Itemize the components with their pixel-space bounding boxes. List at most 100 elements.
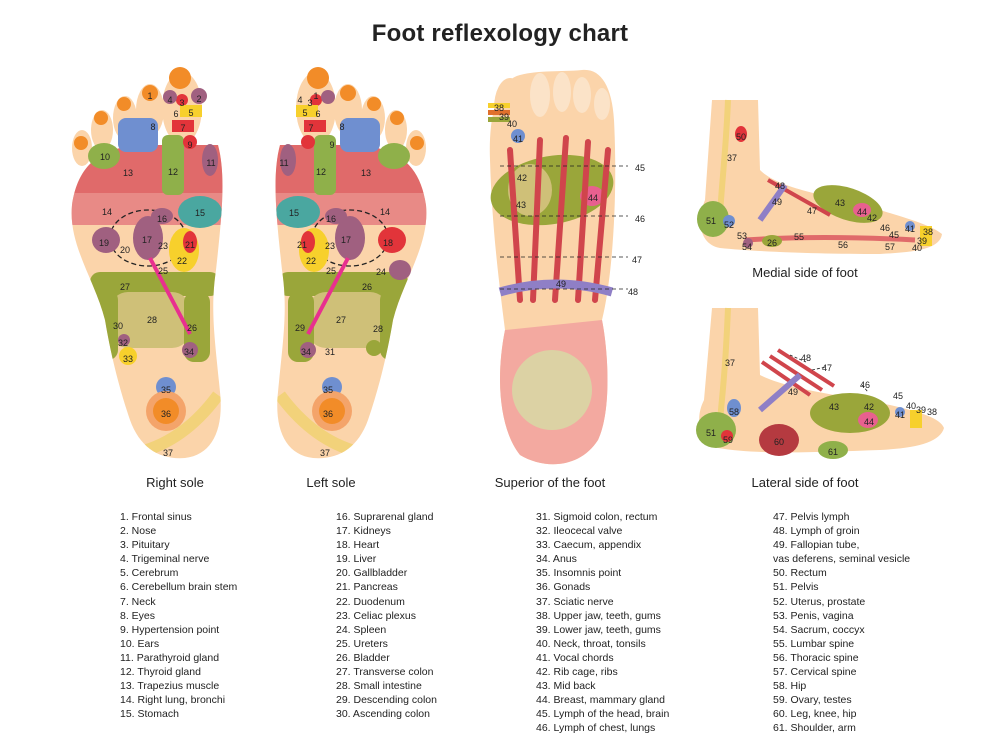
zone-number-lateral: 46 bbox=[860, 380, 870, 390]
zone-transverse-colon bbox=[90, 272, 220, 296]
zone-number-right-sole: 36 bbox=[161, 409, 171, 419]
legend-item: 54. Sacrum, coccyx bbox=[773, 623, 865, 636]
zone-number-left-sole: 34 bbox=[301, 347, 311, 357]
zone-pelvis bbox=[697, 201, 729, 237]
zone-number-right-sole: 23 bbox=[158, 241, 168, 251]
zone-number-left-sole: 24 bbox=[376, 267, 386, 277]
zone-heart bbox=[378, 227, 406, 253]
zone-number-superior: 48 bbox=[628, 287, 638, 297]
zone-number-superior: 45 bbox=[635, 163, 645, 173]
legend-item: 36. Gonads bbox=[536, 581, 591, 594]
zone-nose bbox=[191, 88, 207, 104]
zone-ureter bbox=[306, 257, 350, 335]
zone-number-left-sole: 7 bbox=[308, 123, 313, 133]
zone-number-lateral: 40 bbox=[906, 401, 916, 411]
legend-item: 11. Parathyroid gland bbox=[120, 651, 220, 664]
zone-number-right-sole: 15 bbox=[195, 208, 205, 218]
legend-item: 23. Celiac plexus bbox=[336, 609, 416, 622]
zone-number-left-sole: 15 bbox=[289, 208, 299, 218]
legend-item: 59. Ovary, testes bbox=[773, 694, 852, 707]
medial-figure bbox=[697, 99, 942, 254]
legend-item: 9. Hypertension point bbox=[120, 623, 220, 636]
right-sole-figure bbox=[71, 67, 223, 459]
zone-number-medial: 50 bbox=[736, 132, 746, 142]
legend-item: 57. Cervical spine bbox=[773, 666, 857, 679]
legend-item: 46. Lymph of chest, lungs bbox=[536, 722, 656, 735]
legend-item: 38. Upper jaw, teeth, gums bbox=[536, 609, 661, 622]
zone-number-left-sole: 35 bbox=[323, 385, 333, 395]
caption-lateral: Lateral side of foot bbox=[751, 475, 859, 490]
zone-parathyroid bbox=[280, 144, 296, 176]
foot-figures: 1234567891011121314151617192021222325272… bbox=[71, 67, 944, 465]
legend-item: 19. Liver bbox=[336, 553, 377, 566]
zone-caecum bbox=[119, 347, 137, 365]
zone-number-medial: 48 bbox=[775, 181, 785, 191]
legend-item: 3. Pituitary bbox=[120, 539, 170, 552]
zone-gonads bbox=[319, 398, 345, 424]
zone-trigeminal bbox=[321, 90, 335, 104]
zone-vocal bbox=[895, 407, 905, 417]
legend-item: 30. Ascending colon bbox=[336, 708, 430, 721]
zone-number-left-sole: 31 bbox=[325, 347, 335, 357]
zone-number-right-sole: 7 bbox=[180, 123, 185, 133]
legend-item: 27. Transverse colon bbox=[336, 666, 434, 679]
zone-leg-knee bbox=[759, 424, 799, 456]
zone-number-left-sole: 26 bbox=[362, 282, 372, 292]
legend-item: 8. Eyes bbox=[120, 609, 156, 622]
zone-small-intestine bbox=[110, 292, 190, 348]
zone-number-medial: 41 bbox=[905, 224, 915, 234]
zone-number-left-sole: 12 bbox=[316, 167, 326, 177]
legend-item: 48. Lymph of groin bbox=[773, 525, 860, 538]
legend-item: 50. Rectum bbox=[773, 567, 827, 580]
zone-number-medial: 26 bbox=[767, 238, 777, 248]
zone-number-left-sole: 8 bbox=[339, 122, 344, 132]
chart-title: Foot reflexology chart bbox=[371, 20, 629, 47]
zone-number-medial: 51 bbox=[706, 216, 716, 226]
zone-lymph bbox=[767, 178, 831, 217]
zone-number-lateral: 38 bbox=[927, 407, 937, 417]
zone-number-lateral: 43 bbox=[829, 402, 839, 412]
zone-number-right-sole: 9 bbox=[187, 140, 192, 150]
zone-frontal-sinus-big bbox=[307, 67, 329, 89]
zone-spleen bbox=[389, 260, 411, 280]
zone-anus bbox=[182, 342, 198, 358]
legend-item: 1. Frontal sinus bbox=[120, 511, 192, 523]
legend-item: 40. Neck, throat, tonsils bbox=[536, 637, 646, 650]
zone-breast bbox=[858, 412, 878, 428]
zone-jaw bbox=[920, 226, 932, 246]
legend-item: 56. Thoracic spine bbox=[773, 651, 859, 664]
zone-number-lateral: 51 bbox=[706, 428, 716, 438]
zone-cerebrum bbox=[296, 105, 318, 117]
legend-item: 34. Anus bbox=[536, 553, 577, 566]
zone-number-medial: 52 bbox=[724, 220, 734, 230]
zone-frontal-sinus-4 bbox=[94, 111, 108, 125]
zone-number-right-sole: 28 bbox=[147, 315, 157, 325]
legend-item: 4. Trigeminal nerve bbox=[120, 553, 210, 566]
zone-ureter bbox=[148, 257, 192, 335]
zone-descending-colon bbox=[380, 290, 402, 360]
zone-number-left-sole: 18 bbox=[383, 238, 393, 248]
zone-suprarenal bbox=[151, 208, 173, 224]
zone-frontal-sinus-4 bbox=[390, 111, 404, 125]
zone-pancreas bbox=[183, 231, 197, 253]
zone-number-right-sole: 2 bbox=[196, 94, 201, 104]
zone-number-medial: 38 bbox=[923, 227, 933, 237]
zone-number-left-sole: 36 bbox=[323, 409, 333, 419]
legend-item: 44. Breast, mammary gland bbox=[536, 694, 665, 707]
zone-number-right-sole: 12 bbox=[168, 167, 178, 177]
zone-neck-throat bbox=[488, 117, 510, 122]
zone-number-lateral: 42 bbox=[864, 402, 874, 412]
zone-number-superior: 39 bbox=[499, 112, 509, 122]
legend-item: 28. Small intestine bbox=[336, 680, 422, 693]
zone-neck bbox=[172, 120, 194, 132]
zone-number-medial: 39 bbox=[917, 236, 927, 246]
zone-number-superior: 49 bbox=[556, 279, 566, 289]
zone-rectum bbox=[735, 126, 747, 142]
zone-number-left-sole: 13 bbox=[361, 168, 371, 178]
zone-number-left-sole: 6 bbox=[315, 109, 320, 119]
zone-number-lateral: 58 bbox=[729, 407, 739, 417]
lateral-leaders bbox=[789, 354, 869, 393]
zone-number-right-sole: 16 bbox=[157, 214, 167, 224]
legend-item: 55. Lumbar spine bbox=[773, 637, 855, 650]
